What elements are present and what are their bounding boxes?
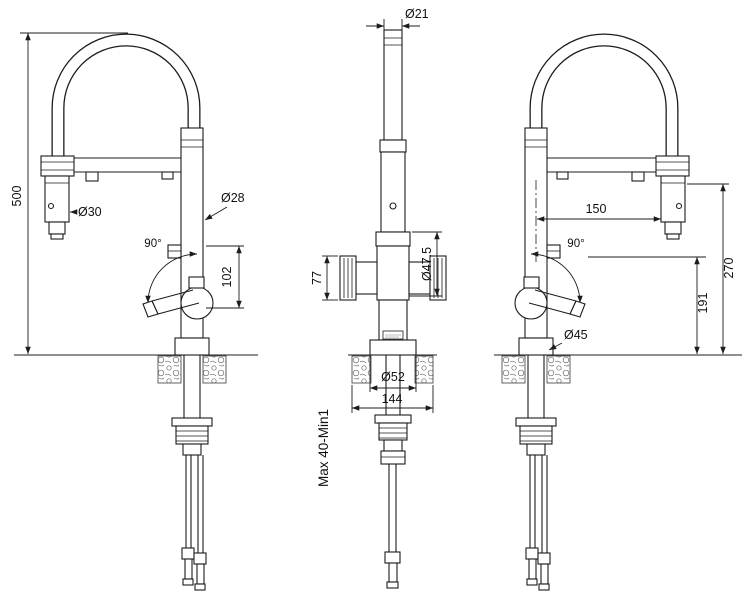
- spray-holder-arm-right: [547, 157, 656, 182]
- dim-total-height-label: 500: [10, 186, 24, 207]
- dim-handle-angle-left-label: 90°: [144, 238, 161, 250]
- left-view: 500 Ø30 Ø28 90° 102: [10, 32, 258, 591]
- dim-body-diameter-label: Ø47.5: [420, 247, 434, 281]
- spray-head-right: [655, 155, 690, 240]
- gooseneck-hose-right: [529, 33, 679, 158]
- dim-body-diameter: Ø47.5: [409, 231, 442, 297]
- dim-total-height: 500: [10, 32, 128, 354]
- dim-handle-height: 191: [588, 256, 710, 354]
- dim-column-diameter: Ø28: [204, 191, 245, 221]
- dim-spray-diameter-label: Ø30: [78, 205, 102, 219]
- dim-handle-span-label: 102: [220, 267, 234, 288]
- dim-handle-height-label: 191: [696, 293, 710, 314]
- dim-spout-reach-label: 150: [586, 202, 607, 216]
- counter-section-right: [501, 355, 571, 384]
- dim-base-diameter-label: Ø45: [564, 328, 588, 342]
- supply-hose-front: [384, 464, 401, 589]
- dim-handle-span: 102: [206, 245, 244, 309]
- brand-label: [382, 330, 404, 340]
- mounting-hardware-front: [374, 355, 412, 465]
- spray-head: [40, 155, 75, 240]
- faucet-column: [167, 127, 210, 356]
- dim-base-span: 144: [351, 385, 434, 413]
- dim-spout-tip-label: Ø21: [405, 7, 429, 21]
- supply-hoses-left: [181, 455, 207, 591]
- counter-section-left: [157, 355, 227, 384]
- dim-column-diameter-label: Ø28: [221, 191, 245, 205]
- spout-front: [375, 29, 411, 247]
- dim-handle-angle-right-label: 90°: [567, 238, 584, 250]
- dim-hole-diameter-label: Ø52: [381, 370, 405, 384]
- mounting-hardware-right: [515, 355, 557, 456]
- dim-base-diameter: Ø45: [548, 328, 588, 351]
- front-view: Ø21 77 Ø47.5 Ø52 144 Max 40-Min1: [310, 7, 447, 589]
- mounting-hardware-left: [171, 355, 213, 456]
- dim-spray-diameter: Ø30: [70, 205, 102, 219]
- counter-section-front: [351, 355, 434, 384]
- gooseneck-hose: [51, 33, 201, 158]
- right-view: 150 90° Ø45 191 270: [494, 33, 742, 591]
- faucet-handle: [142, 251, 214, 320]
- dim-spout-tip-diameter: Ø21: [366, 7, 429, 31]
- dim-spout-reach: 150: [535, 180, 661, 262]
- dim-spout-height: 270: [687, 183, 736, 354]
- dim-counter-thickness-label: Max 40-Min1: [316, 409, 331, 487]
- dim-hole-diameter: Ø52: [369, 356, 417, 392]
- dim-handle-depth: 77: [310, 255, 338, 301]
- dim-base-span-label: 144: [382, 392, 403, 406]
- dim-spout-height-label: 270: [722, 258, 736, 279]
- valve-body-front: [339, 245, 447, 356]
- faucet-column-right: [518, 127, 561, 356]
- spray-holder-arm: [74, 157, 181, 182]
- supply-hoses-right: [525, 455, 551, 591]
- dim-handle-depth-label: 77: [310, 271, 324, 285]
- faucet-handle-right: [514, 251, 586, 320]
